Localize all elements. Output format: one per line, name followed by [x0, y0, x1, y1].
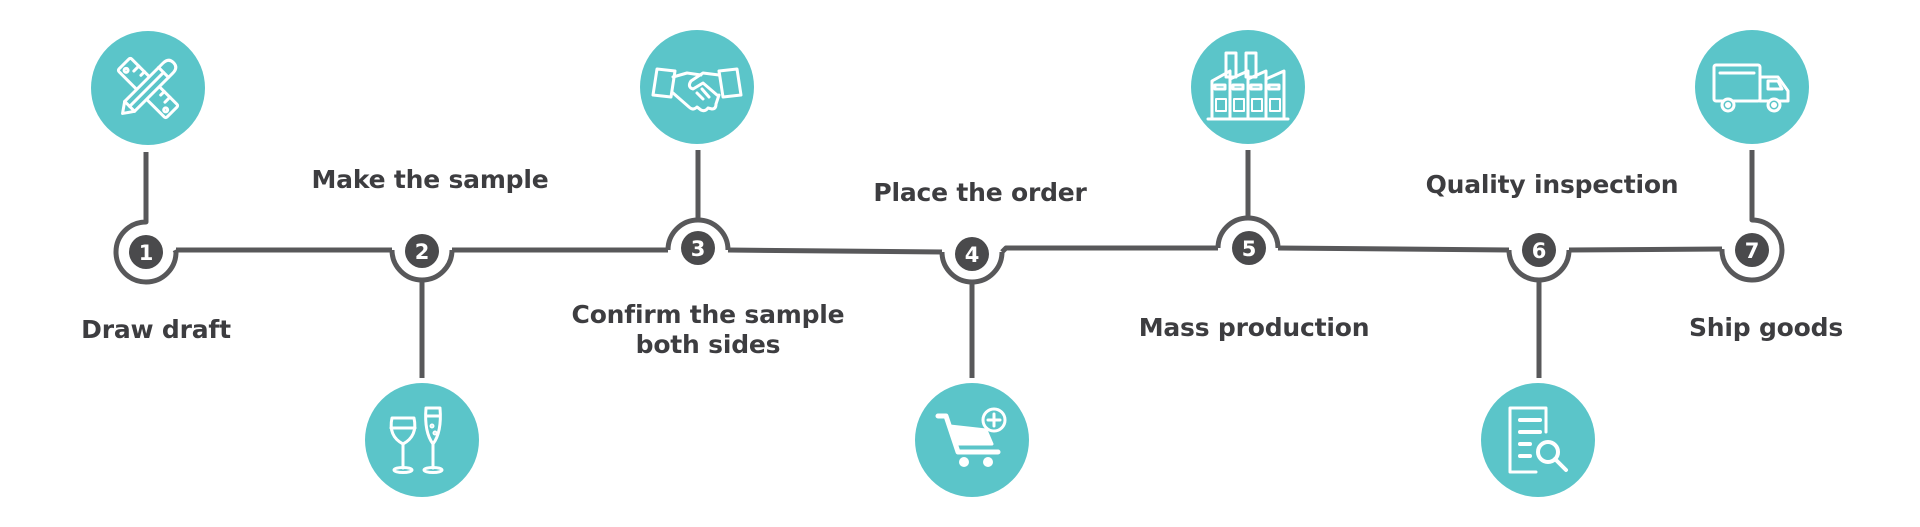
- document-search-icon: [1508, 406, 1568, 474]
- connector-5-ring: [1215, 215, 1281, 249]
- step-label-1: Draw draft: [81, 315, 231, 344]
- step-number-6: 6: [1532, 239, 1547, 263]
- icon-circle-6: [1481, 383, 1595, 497]
- step-number-4: 4: [965, 243, 980, 267]
- connector-6-ring: [1506, 249, 1572, 283]
- step-number-7: 7: [1745, 239, 1760, 263]
- wine-glasses-icon: [389, 406, 444, 474]
- shopping-cart-add-icon: [935, 407, 1007, 467]
- step-badge-4: 4: [955, 237, 989, 271]
- icon-circle-2: [365, 383, 479, 497]
- step-badge-6: 6: [1522, 233, 1556, 267]
- step-label-5: Mass production: [1138, 313, 1370, 342]
- step-number-1: 1: [139, 241, 154, 265]
- connector-5-6: [1277, 245, 1510, 253]
- step-label-6: Quality inspection: [1425, 170, 1679, 199]
- connector-7-ring: [1719, 150, 1785, 283]
- step-badge-7: 7: [1735, 233, 1769, 267]
- connector-4-ring: [939, 251, 1005, 285]
- connector-3-ring: [665, 217, 731, 251]
- step-label-7: Ship goods: [1689, 313, 1843, 342]
- truck-icon: [1712, 63, 1790, 113]
- step-number-3: 3: [691, 237, 706, 261]
- step-label-3: Confirm the sample both sides: [572, 300, 845, 360]
- step-badge-3: 3: [681, 231, 715, 265]
- factory-icon: [1206, 51, 1290, 121]
- step-badge-1: 1: [129, 235, 163, 269]
- connector-1: [113, 152, 179, 285]
- icon-circle-7: [1695, 30, 1809, 144]
- step-label-3-line-1: Confirm the sample: [571, 300, 845, 329]
- step-label-4: Place the order: [873, 178, 1087, 207]
- handshake-icon: [651, 67, 743, 113]
- ruler-pencil-icon: [116, 56, 180, 120]
- connector-2-ring: [389, 249, 455, 283]
- step-number-5: 5: [1242, 237, 1257, 261]
- step-number-2: 2: [415, 240, 430, 264]
- connector-3-4: [727, 247, 943, 255]
- step-badge-5: 5: [1232, 231, 1266, 265]
- step-label-3-line-2: both sides: [635, 330, 781, 359]
- step-label-2: Make the sample: [311, 165, 549, 194]
- connector-6-7: [1568, 246, 1723, 253]
- step-badge-2: 2: [405, 234, 439, 268]
- connector-4-5: [1000, 245, 1218, 254]
